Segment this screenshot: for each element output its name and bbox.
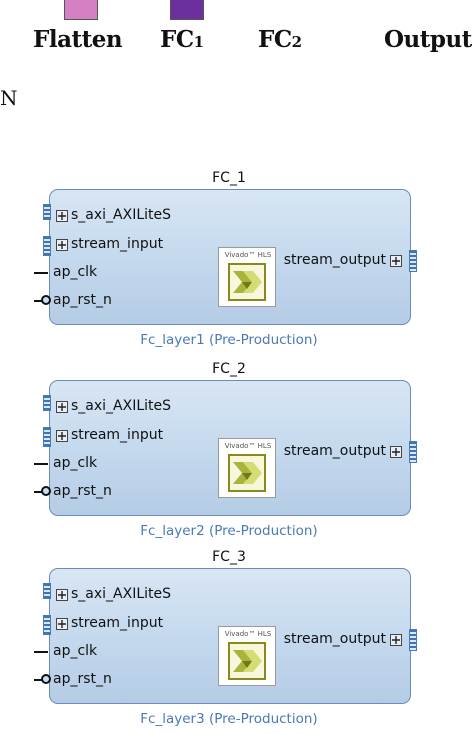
axi-bus-connector-icon[interactable] [43, 583, 51, 599]
port-axi-label: s_axi_AXILiteS [71, 398, 172, 414]
expand-stream-output-icon[interactable] [390, 446, 402, 458]
ip-block-body[interactable]: s_axi_AXILiteS stream_input ap_clk ap_rs… [34, 380, 417, 516]
ip-block-body[interactable]: s_axi_AXILiteS stream_input ap_clk ap_rs… [34, 568, 417, 704]
vivado-hls-mark [228, 263, 266, 301]
clk-wire [34, 272, 48, 274]
reset-active-low-icon [41, 295, 51, 305]
stream-in-bus-connector-icon[interactable] [43, 427, 51, 447]
port-rst-label: ap_rst_n [53, 671, 112, 687]
instance-subtitle: Fc_layer3 (Pre-Production) [140, 711, 318, 727]
legend-swatch-fc1 [170, 0, 204, 20]
vivado-hls-logo-text: Vivado™ HLS [224, 251, 272, 259]
expand-axi-icon[interactable] [56, 401, 68, 413]
expand-axi-icon[interactable] [56, 210, 68, 222]
instance-title: FC_2 [212, 361, 246, 377]
ip-block-body[interactable]: s_axi_AXILiteS stream_input ap_clk ap_rs… [34, 189, 417, 325]
port-stream-input-label: stream_input [71, 236, 164, 252]
port-stream-output-label: stream_output [283, 443, 386, 459]
rst-wire [34, 679, 42, 681]
legend-label-fc1-sub: 1 [193, 33, 204, 51]
legend-label-fc2-text: FC [258, 26, 292, 53]
port-axi-label: s_axi_AXILiteS [71, 207, 172, 223]
legend-label-output-text: Output [384, 26, 472, 53]
instance-subtitle: Fc_layer2 (Pre-Production) [140, 523, 318, 539]
port-rst-label: ap_rst_n [53, 483, 112, 499]
port-clk-label: ap_clk [53, 643, 98, 659]
stream-out-bus-connector-icon[interactable] [409, 441, 417, 463]
port-stream-output-label: stream_output [283, 252, 386, 268]
vivado-hls-logo: Vivado™ HLS [218, 626, 276, 686]
expand-axi-icon[interactable] [56, 589, 68, 601]
clk-wire [34, 651, 48, 653]
vivado-hls-logo-text: Vivado™ HLS [224, 442, 272, 450]
vivado-chevron-icon [233, 462, 262, 484]
ip-block-fc-1[interactable]: FC_1 s_axi_AXILiteS stream_input ap_clk … [33, 170, 425, 355]
stray-letter: N [0, 86, 18, 110]
legend-label-flatten-text: Flatten [33, 26, 123, 53]
clk-wire [34, 463, 48, 465]
expand-stream-output-icon[interactable] [390, 634, 402, 646]
axi-bus-connector-icon[interactable] [43, 204, 51, 220]
stream-out-bus-connector-icon[interactable] [409, 629, 417, 651]
legend-label-fc1: FC1 [160, 26, 204, 53]
rst-wire [34, 491, 42, 493]
vivado-hls-logo-text: Vivado™ HLS [224, 630, 272, 638]
port-stream-input-label: stream_input [71, 615, 164, 631]
port-clk-label: ap_clk [53, 455, 98, 471]
legend-swatch-flatten [64, 0, 98, 20]
legend-label-output: Output [384, 26, 472, 53]
reset-active-low-icon [41, 486, 51, 496]
expand-stream-output-icon[interactable] [390, 255, 402, 267]
axi-bus-connector-icon[interactable] [43, 395, 51, 411]
legend-label-fc1-text: FC [160, 26, 194, 53]
port-rst-label: ap_rst_n [53, 292, 112, 308]
reset-active-low-icon [41, 674, 51, 684]
vivado-hls-mark [228, 642, 266, 680]
legend-label-fc2-sub: 2 [291, 33, 302, 51]
vivado-hls-logo: Vivado™ HLS [218, 438, 276, 498]
legend-label-flatten: Flatten [33, 26, 123, 53]
expand-stream-input-icon[interactable] [56, 239, 68, 251]
vivado-chevron-icon [233, 271, 262, 293]
ip-block-fc-2[interactable]: FC_2 s_axi_AXILiteS stream_input ap_clk … [33, 361, 425, 546]
expand-stream-input-icon[interactable] [56, 430, 68, 442]
legend-label-fc2: FC2 [258, 26, 302, 53]
expand-stream-input-icon[interactable] [56, 618, 68, 630]
instance-title: FC_1 [212, 170, 246, 186]
port-axi-label: s_axi_AXILiteS [71, 586, 172, 602]
instance-title: FC_3 [212, 549, 246, 565]
vivado-chevron-icon [233, 650, 262, 672]
vivado-hls-mark [228, 454, 266, 492]
port-clk-label: ap_clk [53, 264, 98, 280]
vivado-hls-logo: Vivado™ HLS [218, 247, 276, 307]
stream-in-bus-connector-icon[interactable] [43, 236, 51, 256]
instance-subtitle: Fc_layer1 (Pre-Production) [140, 332, 318, 348]
rst-wire [34, 300, 42, 302]
port-stream-output-label: stream_output [283, 631, 386, 647]
stream-out-bus-connector-icon[interactable] [409, 250, 417, 272]
ip-block-fc-3[interactable]: FC_3 s_axi_AXILiteS stream_input ap_clk … [33, 549, 425, 734]
stream-in-bus-connector-icon[interactable] [43, 615, 51, 635]
port-stream-input-label: stream_input [71, 427, 164, 443]
